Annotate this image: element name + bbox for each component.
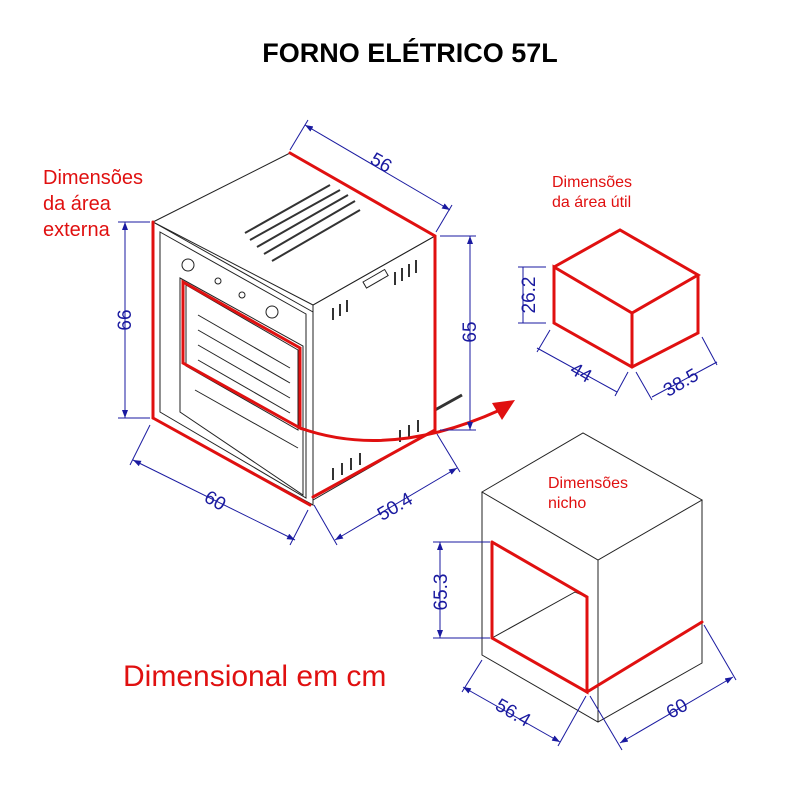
dim-niche-height: 65.3 [431, 574, 452, 611]
oven-window [185, 284, 299, 431]
niche-label-line: Dimensões [548, 475, 628, 492]
power-cord [434, 393, 463, 412]
knob-icon [265, 305, 279, 319]
side-vents [332, 260, 419, 480]
useful-area-box: 26.2 44 38.5 [518, 228, 718, 402]
dim-width: 60 [200, 487, 229, 516]
oven-front-panel [159, 231, 307, 499]
external-label-line: da área [43, 193, 112, 215]
useful-label-line: Dimensões [552, 174, 632, 191]
side-label-plate [362, 268, 389, 289]
oven-door [179, 277, 304, 496]
external-label-line: externa [43, 219, 111, 241]
external-dimensions: 66 65 56 60 50.4 [115, 119, 481, 546]
niche-label: Dimensões nicho [548, 475, 628, 512]
dim-depth: 56 [366, 149, 395, 178]
useful-label-line: da área útil [552, 194, 631, 211]
dim-depth-bottom: 50.4 [374, 489, 417, 526]
external-label-line: Dimensões [43, 167, 143, 189]
page-title: FORNO ELÉTRICO 57L [262, 37, 558, 68]
dim-height-side: 65 [460, 321, 481, 342]
units-note: Dimensional em cm [123, 660, 386, 693]
dim-niche-depth: 60 [663, 695, 692, 724]
niche-label-line: nicho [548, 495, 586, 512]
top-vent-grille [244, 184, 361, 262]
indicator-light-icon [238, 291, 246, 299]
dim-useful-width: 44 [566, 359, 595, 388]
dim-height-front: 66 [115, 309, 136, 330]
oven-racks [194, 314, 299, 449]
dim-useful-height: 26.2 [519, 277, 540, 314]
external-outline [151, 416, 312, 507]
knob-icon [181, 258, 195, 272]
dim-useful-depth: 38.5 [660, 365, 703, 402]
oven-top-face [151, 152, 437, 306]
indicator-light-icon [214, 277, 222, 285]
arrow-icon [492, 400, 515, 420]
external-area-label: Dimensões da área externa [43, 167, 143, 241]
dim-niche-width: 56.4 [491, 695, 534, 732]
useful-area-label: Dimensões da área útil [552, 174, 632, 211]
niche-depth-outline [585, 620, 704, 694]
arrow-curve [298, 408, 502, 442]
